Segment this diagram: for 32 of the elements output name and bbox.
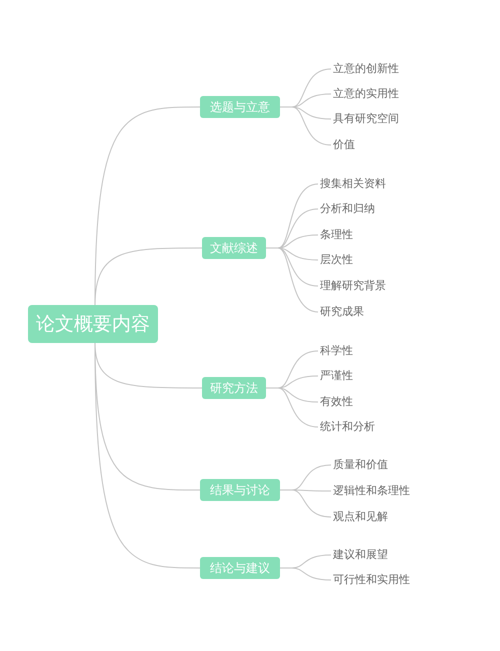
subtopic-text: 条理性: [318, 227, 355, 243]
connector-line: [280, 106, 332, 146]
topic-box: 文献综述: [202, 237, 266, 259]
connector-line: [94, 342, 200, 568]
connector-line: [266, 388, 318, 428]
subtopic-text: 建议和展望: [331, 547, 390, 563]
topic-box: 研究方法: [202, 377, 266, 399]
subtopic-text: 质量和价值: [331, 457, 390, 473]
subtopic-text: 逻辑性和条理性: [331, 483, 412, 499]
subtopic-text: 立意的实用性: [331, 86, 401, 102]
subtopic-text: 科学性: [318, 343, 355, 359]
subtopic-text: 搜集相关资料: [318, 176, 388, 192]
connector-line: [280, 490, 332, 518]
subtopic-text: 观点和见解: [331, 509, 390, 525]
root-topic-box: 论文概要内容: [28, 305, 158, 343]
connector-line: [94, 248, 202, 306]
connector-line: [280, 568, 332, 580]
subtopic-text: 立意的创新性: [331, 61, 401, 77]
subtopic-text: 理解研究背景: [318, 278, 388, 294]
topic-box: 选题与立意: [200, 96, 280, 118]
subtopic-text: 分析和归纳: [318, 201, 377, 217]
subtopic-text: 可行性和实用性: [331, 572, 412, 588]
subtopic-text: 层次性: [318, 252, 355, 268]
connector-line: [266, 248, 318, 312]
subtopic-text: 严谨性: [318, 368, 355, 384]
subtopic-text: 具有研究空间: [331, 111, 401, 127]
subtopic-text: 研究成果: [318, 304, 366, 320]
topic-box: 结论与建议: [200, 557, 280, 579]
subtopic-text: 有效性: [318, 394, 355, 410]
subtopic-text: 统计和分析: [318, 419, 377, 435]
topic-box: 结果与讨论: [200, 479, 280, 501]
subtopic-text: 价值: [331, 137, 357, 153]
